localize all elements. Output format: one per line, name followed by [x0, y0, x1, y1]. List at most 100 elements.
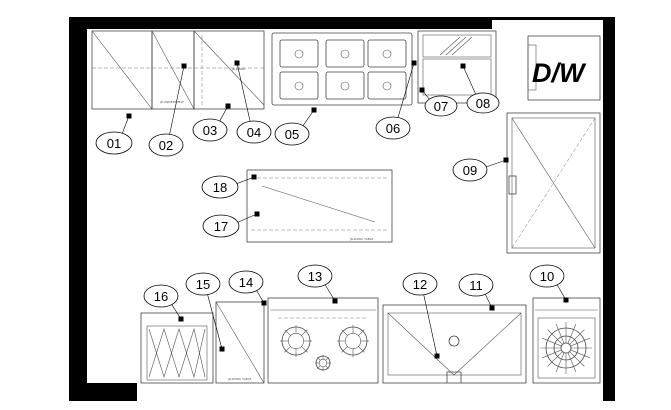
sink-faucet	[446, 371, 462, 383]
well-drain-2-1	[382, 81, 392, 91]
center-table-17-18: JR-WORK TABLE	[246, 169, 393, 243]
burner-spoke-2-1	[325, 365, 329, 369]
callout-label-14: 14	[239, 275, 253, 290]
top-wall	[69, 17, 492, 29]
marker-02	[181, 63, 187, 69]
leader-line-17	[236, 213, 258, 224]
leader-line-09	[484, 159, 507, 168]
callout-ellipse-13	[297, 264, 333, 288]
leader-line-15	[207, 293, 223, 350]
well-0-1	[279, 71, 319, 100]
marker-10	[563, 297, 569, 303]
rack-16-inner	[146, 325, 208, 381]
dishwasher: D/W	[527, 35, 601, 101]
burner-spoke-0-3	[284, 346, 291, 353]
marker-13	[332, 298, 338, 304]
sink-diagonal-2	[453, 312, 522, 376]
left-wall	[69, 17, 87, 401]
callout-ellipse-07	[424, 95, 458, 117]
well-2-0	[367, 39, 407, 68]
callout-label-09: 09	[463, 163, 477, 178]
big-burner-spoke-10	[547, 329, 563, 345]
well-drain-1-0	[340, 49, 350, 59]
callout-ellipse-02	[148, 133, 184, 157]
table-14-tag-text: JR-WORK TABLE	[227, 377, 252, 381]
leader-line-08	[462, 65, 477, 96]
marker-06	[411, 60, 417, 66]
callout-label-13: 13	[308, 269, 322, 284]
marker-17	[254, 211, 260, 217]
callout-label-06: 06	[386, 121, 400, 136]
callout-label-15: 15	[196, 277, 210, 292]
glass-hatch-3	[451, 36, 473, 56]
marker-09	[503, 157, 509, 163]
callout-label-07: 07	[434, 99, 448, 114]
bottom-wall-segment	[87, 383, 137, 401]
callout-label-18: 18	[213, 180, 227, 195]
top-wall-right-edge	[492, 17, 605, 20]
callout-ellipse-10	[529, 264, 565, 288]
dishwasher-label: D/W	[532, 58, 587, 88]
callout-ellipse-01	[95, 131, 133, 155]
marker-11	[489, 305, 495, 311]
dish-table-09	[506, 112, 601, 254]
well-drain-1-1	[340, 81, 350, 91]
glass-hatch-2	[445, 36, 467, 56]
right-wall	[603, 17, 615, 401]
big-burner-spoke-1	[570, 349, 591, 359]
leader-line-01	[121, 115, 130, 135]
burner-spoke-0-5	[284, 329, 291, 336]
burner-spoke-2-7	[325, 357, 329, 361]
leader-lines	[121, 60, 569, 359]
burner-spoke-0-1	[301, 346, 308, 353]
callout-ellipse-06	[375, 116, 411, 140]
sink-table-inner	[387, 312, 522, 376]
leader-line-02	[169, 65, 185, 136]
callout-ellipse-03	[192, 118, 228, 142]
leader-line-12	[423, 293, 438, 357]
marker-01	[126, 113, 132, 119]
counter-06-outline	[417, 30, 497, 104]
glass-hatch-1	[439, 36, 461, 56]
range-13-burners	[278, 317, 370, 372]
dish-table-diagonal-2	[511, 117, 596, 249]
callout-ellipse-05	[274, 122, 310, 146]
burner-inner-0	[287, 332, 304, 349]
callout-label-01: 01	[107, 136, 121, 151]
range-10-outline	[532, 297, 601, 384]
table-14-outline	[215, 301, 265, 384]
well-1-1	[325, 71, 365, 100]
callout-ellipse-04	[236, 120, 272, 144]
callout-label-08: 08	[476, 96, 490, 111]
bain-marie-05	[271, 32, 413, 106]
table-02-diagonal	[151, 30, 195, 110]
burner-spoke-1-7	[358, 329, 365, 336]
marker-03	[225, 103, 231, 109]
big-burner-spoke-7	[541, 349, 562, 359]
callout-ellipse-15	[185, 272, 221, 296]
range-10-burner	[540, 322, 592, 374]
marker-14	[261, 300, 267, 306]
big-burner-spoke-15	[570, 337, 591, 347]
callout-label-02: 02	[159, 138, 173, 153]
burner-spoke-2-3	[317, 365, 321, 369]
counter-lower-panel	[422, 58, 492, 96]
big-burner-spoke-5	[555, 352, 565, 373]
callout-ellipse-14	[228, 270, 264, 294]
marker-07	[419, 87, 425, 93]
center-table-tag-text: JR-WORK TABLE	[349, 237, 374, 241]
callout-ellipse-08	[466, 92, 500, 114]
big-burner-spoke-9	[541, 337, 562, 347]
leader-line-16	[170, 303, 182, 320]
big-burner-spoke-2	[569, 351, 585, 367]
leader-line-04	[236, 62, 251, 123]
callout-ellipse-11	[458, 273, 494, 297]
walls	[69, 17, 615, 401]
callout-label-04: 04	[247, 125, 261, 140]
sink-drain	[448, 335, 460, 347]
marker-18	[251, 174, 257, 180]
big-burner-spoke-11	[555, 323, 565, 344]
well-0-0	[279, 39, 319, 68]
rack-16-zigzag-1	[148, 327, 206, 379]
